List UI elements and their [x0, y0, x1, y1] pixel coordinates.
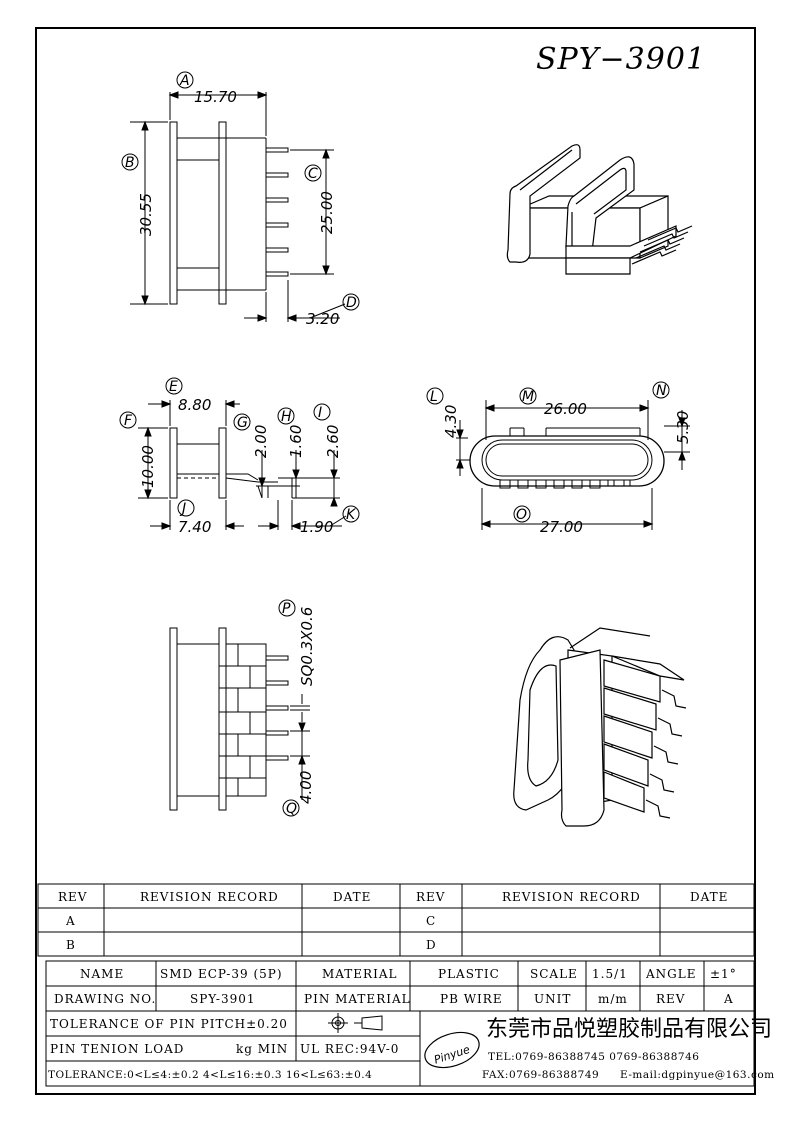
dim-label-P: P [282, 601, 291, 617]
title-block [45, 960, 755, 1087]
bottom-view [169, 627, 310, 811]
company-name: 东莞市品悦塑胶制品有限公司 [486, 1017, 772, 1042]
dim-value-D: 3.20 [306, 310, 339, 328]
dim-label-H: H [281, 409, 292, 425]
bottom-view-labels: P SQ0.3X0.6 Q 4.00 [278, 599, 316, 817]
dim-label-G: G [237, 415, 248, 431]
top-view-pins [499, 479, 631, 489]
dim-value-J: 7.40 [178, 518, 211, 536]
title-block-text: NAME SMD ECP-39 (5P) MATERIAL PLASTIC SC… [48, 967, 775, 1081]
isometric-pins-2 [645, 689, 687, 819]
dim-label-I: I [318, 405, 322, 421]
dim-value-I: 2.60 [324, 425, 342, 458]
side-view-labels: E 8.80 F 10.00 G 2.00 H 1.60 I 2.60 J 7.… [119, 377, 360, 536]
dim-label-M: M [522, 389, 534, 405]
dim-label-D: D [346, 295, 357, 311]
rev-value: A [723, 992, 734, 1006]
dim-value-N: 5.30 [674, 411, 692, 444]
pin-tension-label: PIN TENION LOAD [50, 1042, 184, 1056]
ul-rec: UL REC:94V-0 [300, 1042, 399, 1056]
tolerance-general: TOLERANCE:0<L≤4:±0.2 4<L≤16:±0.3 16<L≤63… [48, 1069, 372, 1081]
bottom-view-pattern [219, 644, 266, 796]
top-view [456, 400, 690, 530]
company-fax: FAX:0769-86388749 [482, 1069, 599, 1081]
revision-record-header-right: REVISION RECORD [502, 890, 641, 904]
scale-label: SCALE [530, 967, 578, 981]
date-header-right: DATE [690, 890, 728, 904]
drawing-no-label: DRAWING NO. [54, 992, 156, 1006]
scale-value: 1.5/1 [592, 967, 628, 981]
pin-material-label: PIN MATERIAL [304, 992, 411, 1006]
angle-label: ANGLE [645, 967, 696, 981]
dim-value-E: 8.80 [178, 396, 211, 414]
dim-value-K: 1.90 [300, 518, 333, 536]
unit-label: UNIT [534, 992, 571, 1006]
rev-row-right-D: D [426, 938, 437, 952]
isometric-pins-1 [631, 225, 693, 265]
dim-value-C: 25.00 [318, 191, 336, 234]
date-header-left: DATE [333, 890, 371, 904]
dim-label-O: O [516, 507, 527, 523]
tolerance-pitch: TOLERANCE OF PIN PITCH±0.20 [50, 1017, 288, 1031]
dim-value-F: 10.00 [139, 445, 157, 488]
drawing-no-value: SPY-3901 [190, 992, 256, 1006]
isometric-view-2 [513, 627, 687, 827]
side-view [138, 400, 347, 530]
material-value: PLASTIC [438, 967, 500, 981]
rev-label: REV [656, 992, 685, 1006]
sheet-border [35, 27, 756, 1095]
dim-label-K: K [346, 507, 357, 523]
dim-value-G: 2.00 [252, 425, 270, 458]
rev-row-left-B: B [66, 938, 76, 952]
dim-label-J: J [179, 501, 186, 517]
angle-value: ±1° [710, 967, 737, 981]
name-label: NAME [80, 967, 124, 981]
front-view-pins [265, 147, 289, 277]
dim-label-C: C [308, 166, 318, 182]
dim-value-B: 30.55 [137, 193, 155, 236]
company-logo: Pinyue [424, 1031, 480, 1069]
company-tel: TEL:0769-86388745 0769-86388746 [488, 1051, 699, 1063]
company-email: E-mail:dgpinyue@163.com [620, 1069, 775, 1081]
revision-table [37, 883, 755, 957]
rev-header-right: REV [416, 890, 445, 904]
unit-value: m/m [598, 992, 628, 1006]
name-value: SMD ECP-39 (5P) [160, 967, 283, 981]
dim-label-N: N [656, 383, 667, 399]
dim-label-Q: Q [286, 801, 297, 817]
dim-value-P: SQ0.3X0.6 [298, 607, 316, 686]
dim-value-M: 26.00 [544, 400, 587, 418]
dim-label-E: E [169, 379, 178, 395]
rev-row-right-C: C [426, 914, 436, 928]
dim-value-H: 1.60 [287, 425, 305, 458]
dim-value-A: 15.70 [194, 88, 237, 106]
front-view-labels: A 15.70 B 30.55 C 25.00 D 3.20 [121, 71, 360, 328]
rev-header-left: REV [58, 890, 87, 904]
pin-material-value: PB WIRE [440, 992, 503, 1006]
top-view-labels: L 4.30 M 26.00 N 5.30 O 27.00 [426, 381, 692, 536]
bottom-view-pins [265, 655, 289, 761]
material-label: MATERIAL [322, 967, 397, 981]
dim-label-F: F [124, 413, 133, 429]
dim-label-A: A [179, 73, 190, 89]
revision-table-text: REV REVISION RECORD DATE REV REVISION RE… [58, 890, 728, 952]
logo-text: Pinyue [432, 1043, 471, 1067]
front-view [130, 91, 346, 322]
dim-value-O: 27.00 [540, 518, 583, 536]
rev-row-left-A: A [65, 914, 76, 928]
dim-value-L: 4.30 [442, 405, 460, 438]
pin-tension-unit: kg MIN [236, 1042, 288, 1056]
dim-value-Q: 4.00 [297, 771, 315, 804]
isometric-view-1 [506, 144, 693, 275]
dim-label-B: B [125, 155, 135, 171]
revision-record-header-left: REVISION RECORD [140, 890, 279, 904]
part-number: SPY−3901 [536, 42, 707, 77]
gdt-symbols [328, 1013, 383, 1033]
isometric-tiers-2 [603, 659, 661, 813]
dim-label-L: L [430, 389, 438, 405]
